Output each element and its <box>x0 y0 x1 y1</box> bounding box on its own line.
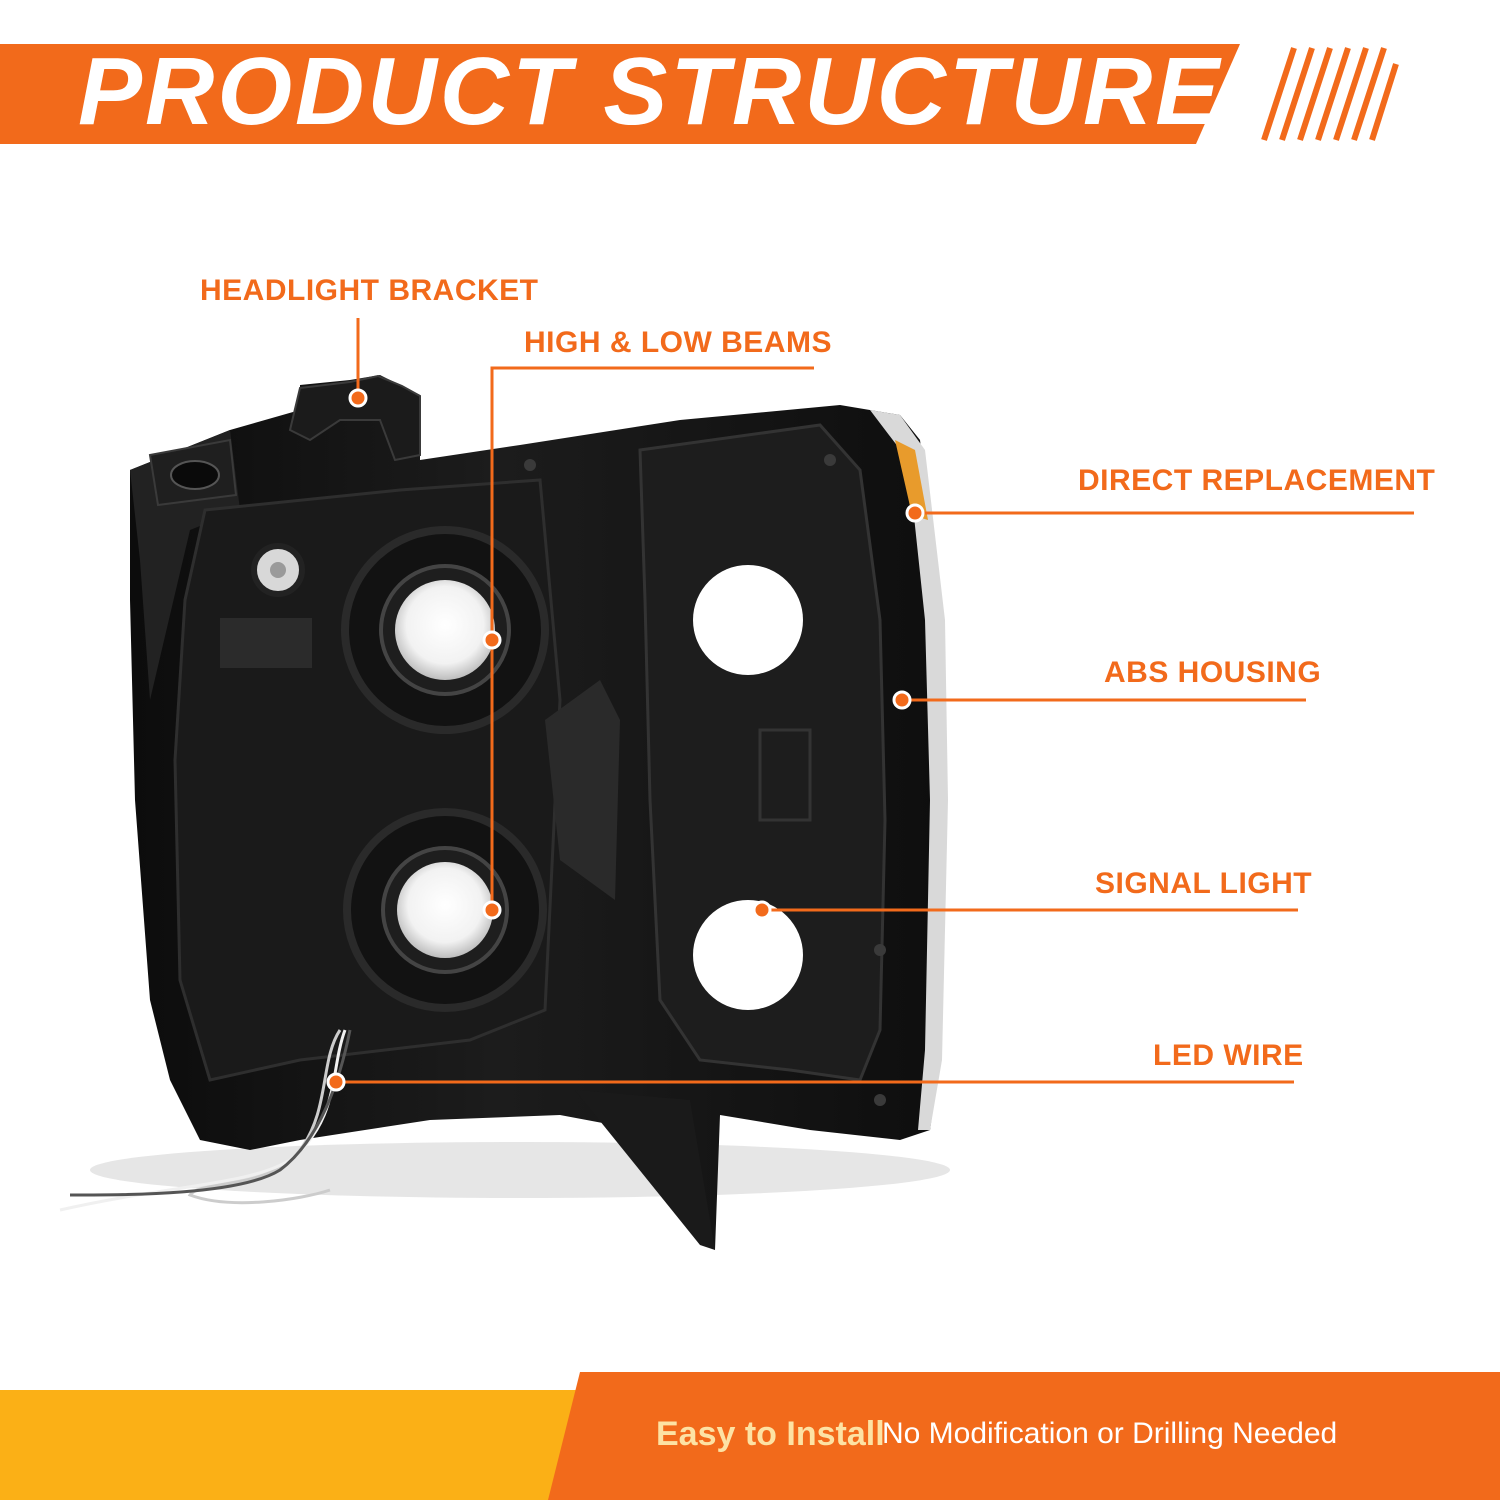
rivet <box>874 944 886 956</box>
footer-easy-install: Easy to Install <box>656 1415 885 1453</box>
marker-high-beam <box>482 630 502 650</box>
high-beam-lens <box>395 580 495 680</box>
page-title: PRODUCT STRUCTURE <box>78 38 1223 145</box>
housing-chrome-edge <box>870 410 948 1130</box>
headlight-illustration <box>59 374 950 1250</box>
mounting-hole <box>170 460 220 490</box>
bottom-mount-post <box>575 1090 715 1250</box>
upper-signal-port <box>693 565 803 675</box>
marker-led-wire <box>326 1072 346 1092</box>
marker-signal-light <box>752 900 772 920</box>
callout-direct-replacement-label: DIRECT REPLACEMENT <box>1078 464 1436 497</box>
header-banner-shape <box>0 44 1240 144</box>
marker-low-beam <box>482 900 502 920</box>
marker-abs-housing <box>892 690 912 710</box>
floor-shadow <box>90 1142 950 1198</box>
housing-emboss <box>758 728 812 822</box>
rivet <box>874 1094 886 1106</box>
bracket-tab <box>288 374 421 462</box>
marker-direct-replacement <box>905 503 925 523</box>
adjuster-screw-center <box>270 562 286 578</box>
header-banner <box>0 44 1399 144</box>
leader-high-low-beams <box>490 366 814 912</box>
amber-marker <box>895 440 928 520</box>
callout-high-low-beams-label: HIGH & LOW BEAMS <box>524 326 832 359</box>
callout-leaders <box>336 318 1414 1084</box>
callout-signal-light-label: SIGNAL LIGHT <box>1095 867 1313 900</box>
footer-no-modification: No Modification or Drilling Needed <box>882 1417 1338 1450</box>
rivet <box>524 459 536 471</box>
low-beam-lens <box>397 862 493 958</box>
callout-abs-housing-label: ABS HOUSING <box>1104 656 1322 689</box>
rivet <box>824 454 836 466</box>
label-sticker <box>220 618 312 668</box>
footer-banner <box>0 1372 1500 1500</box>
center-wedge <box>545 680 620 900</box>
marker-headlight-bracket <box>348 388 368 408</box>
header-stripes <box>1261 47 1399 141</box>
callout-markers <box>326 388 925 1092</box>
callout-headlight-bracket-label: HEADLIGHT BRACKET <box>200 274 539 307</box>
housing-panel-right <box>638 423 887 1082</box>
callout-led-wire-label: LED WIRE <box>1153 1039 1304 1072</box>
footer-orange-band <box>548 1372 1500 1500</box>
signal-light-port <box>693 900 803 1010</box>
